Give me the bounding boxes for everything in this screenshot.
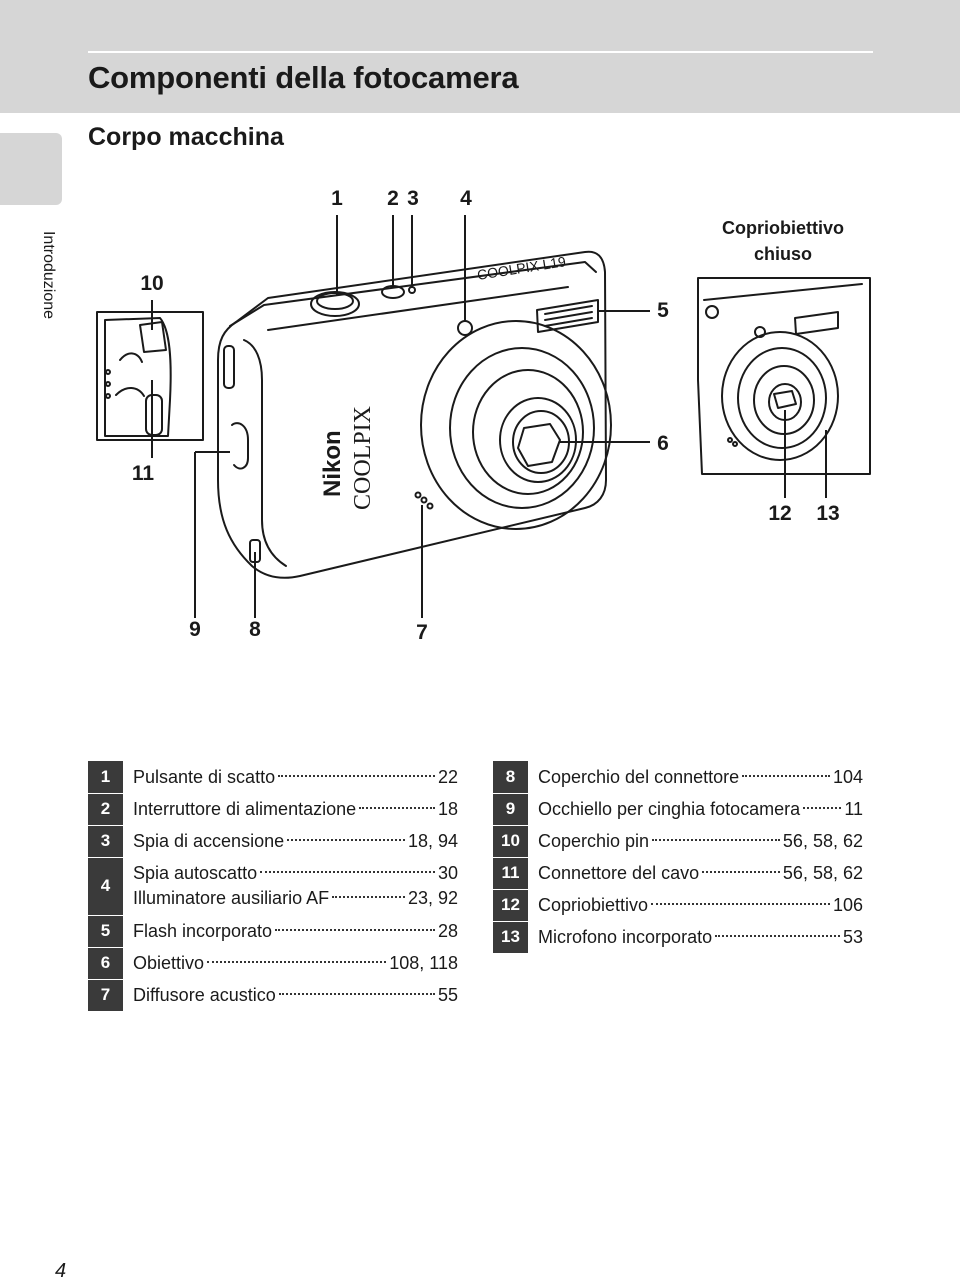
legend-row: 5 Flash incorporato 28	[88, 915, 458, 948]
callout-4: 4	[460, 187, 472, 210]
body-model-text: COOLPIX	[350, 406, 376, 510]
page-ref[interactable]: 55	[437, 985, 458, 1005]
legend-row: 1 Pulsante di scatto 22	[88, 761, 458, 794]
page-ref[interactable]: 30	[437, 863, 458, 883]
page-ref[interactable]: 56, 58, 62	[782, 831, 863, 851]
side-tab[interactable]	[0, 133, 62, 205]
callout-6: 6	[657, 432, 669, 455]
page-ref[interactable]: 53	[842, 927, 863, 947]
cover-caption-line-2: chiuso	[753, 244, 812, 264]
callout-9: 9	[189, 618, 201, 641]
page-ref[interactable]: 104	[832, 767, 863, 787]
legend-row: 10 Coperchio pin 56, 58, 62	[493, 825, 863, 858]
page-ref[interactable]: 106	[832, 895, 863, 915]
callout-13: 13	[816, 502, 840, 525]
legend-number: 12	[493, 889, 528, 922]
legend-label: Spia autoscatto	[133, 863, 258, 883]
legend-label: Illuminatore ausiliario AF	[133, 888, 330, 908]
top-model-text: COOLPIX L19	[476, 253, 567, 283]
legend-entry: Copriobiettivo 106	[538, 889, 863, 921]
legend-entry: Spia autoscatto 30	[133, 861, 458, 886]
legend-entry: Coperchio del connettore 104	[538, 761, 863, 793]
legend-label: Coperchio pin	[538, 831, 650, 851]
legend-row: 6 Obiettivo 108, 118	[88, 947, 458, 980]
page-ref[interactable]: 22	[437, 767, 458, 787]
legend-number: 4	[88, 857, 123, 916]
callout-3: 3	[407, 187, 419, 210]
callout-11: 11	[131, 462, 155, 485]
legend-entry: Diffusore acustico 55	[133, 979, 458, 1011]
legend-row: 3 Spia di accensione 18, 94	[88, 825, 458, 858]
legend-label: Flash incorporato	[133, 921, 273, 941]
legend-entry: Spia di accensione 18, 94	[133, 825, 458, 857]
legend-entry: Occhiello per cinghia fotocamera 11	[538, 793, 863, 825]
cover-closed-caption: Copriobiettivo chiuso	[693, 215, 873, 267]
legend-number: 13	[493, 921, 528, 954]
header-rule	[88, 51, 873, 53]
legend-label: Diffusore acustico	[133, 985, 276, 1005]
legend-row: 2 Interruttore di alimentazione 18	[88, 793, 458, 826]
section-title: Corpo macchina	[88, 123, 284, 151]
legend-row: 9 Occhiello per cinghia fotocamera 11	[493, 793, 863, 826]
legend-entry: Coperchio pin 56, 58, 62	[538, 825, 863, 857]
callout-5: 5	[657, 299, 669, 322]
legend-table-right: 8 Coperchio del connettore 104 9 Occhiell…	[493, 761, 863, 954]
legend-entry: Interruttore di alimentazione 18	[133, 793, 458, 825]
legend-number: 9	[493, 793, 528, 826]
legend-entry: Flash incorporato 28	[133, 915, 458, 947]
legend-entry: Connettore del cavo 56, 58, 62	[538, 857, 863, 889]
legend-row: 13 Microfono incorporato 53	[493, 921, 863, 954]
page-number: 4	[55, 1260, 67, 1282]
page-ref[interactable]: 56, 58, 62	[782, 863, 863, 883]
legend-row: 4 Spia autoscatto 30 Illuminatore ausilia…	[88, 857, 458, 916]
legend-label: Pulsante di scatto	[133, 767, 276, 787]
legend-number: 10	[493, 825, 528, 858]
page-ref[interactable]: 108, 118	[389, 953, 458, 973]
legend-label: Interruttore di alimentazione	[133, 799, 357, 819]
header-band	[0, 0, 960, 113]
legend-number: 3	[88, 825, 123, 858]
camera-diagram: Nikon COOLPIX COOLPIX L19	[96, 215, 871, 618]
legend-number: 5	[88, 915, 123, 948]
callout-8: 8	[249, 618, 261, 641]
legend-label: Connettore del cavo	[538, 863, 700, 883]
callout-10: 10	[140, 272, 164, 295]
legend-label: Occhiello per cinghia fotocamera	[538, 799, 801, 819]
legend-number: 6	[88, 947, 123, 980]
legend-label: Microfono incorporato	[538, 927, 713, 947]
callout-1: 1	[331, 187, 343, 210]
camera-side-inset	[96, 311, 204, 441]
page-ref[interactable]: 11	[844, 799, 863, 819]
legend-label: Obiettivo	[133, 953, 205, 973]
legend-label: Copriobiettivo	[538, 895, 649, 915]
legend-number: 11	[493, 857, 528, 890]
cover-caption-line-1: Copriobiettivo	[722, 218, 844, 238]
page-title: Componenti della fotocamera	[88, 60, 519, 95]
camera-front-drawing	[217, 250, 612, 579]
callout-2: 2	[387, 187, 399, 210]
body-brand-text: Nikon	[319, 430, 346, 497]
legend-entry: Obiettivo 108, 118	[133, 947, 458, 979]
legend-entry: Pulsante di scatto 22	[133, 761, 458, 793]
page-ref[interactable]: 18	[437, 799, 458, 819]
legend-number: 2	[88, 793, 123, 826]
legend-label: Spia di accensione	[133, 831, 285, 851]
legend-row: 7 Diffusore acustico 55	[88, 979, 458, 1012]
legend-entry: Illuminatore ausiliario AF 23, 92	[133, 886, 458, 911]
legend-row: 11 Connettore del cavo 56, 58, 62	[493, 857, 863, 890]
legend-label: Coperchio del connettore	[538, 767, 740, 787]
leader-lines	[151, 215, 827, 618]
legend-row: 8 Coperchio del connettore 104	[493, 761, 863, 794]
legend-number: 1	[88, 761, 123, 794]
legend-entry: Microfono incorporato 53	[538, 921, 863, 953]
legend-table-left: 1 Pulsante di scatto 22 2 Interruttore di…	[88, 761, 458, 1012]
legend-number: 7	[88, 979, 123, 1012]
legend-number: 8	[493, 761, 528, 794]
page-ref[interactable]: 18, 94	[407, 831, 458, 851]
legend-row: 12 Copriobiettivo 106	[493, 889, 863, 922]
page-ref[interactable]: 23, 92	[407, 888, 458, 908]
callout-12: 12	[768, 502, 792, 525]
page-ref[interactable]: 28	[437, 921, 458, 941]
callout-7: 7	[416, 621, 428, 644]
